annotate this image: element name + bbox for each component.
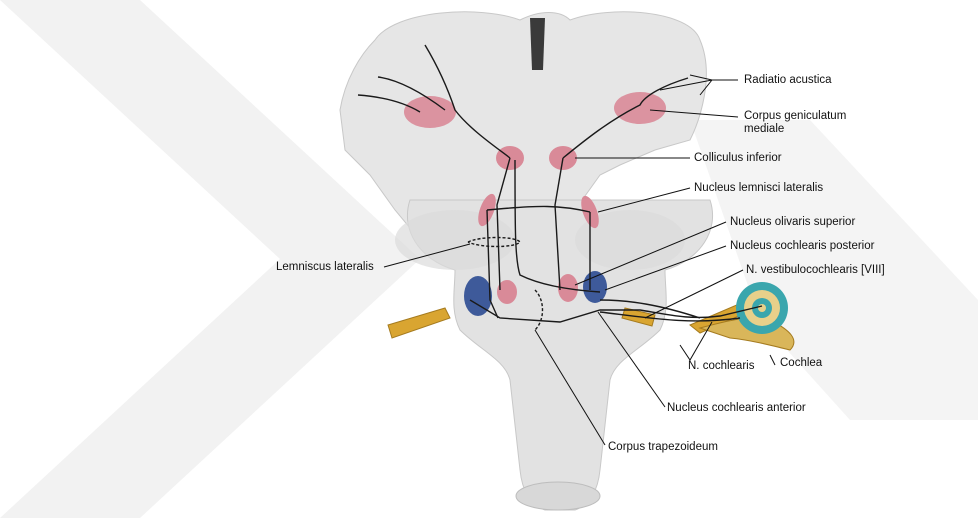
cochlear-nucleus-right — [583, 271, 607, 303]
label-nucleus-olivaris-superior: Nucleus olivaris superior — [730, 216, 855, 229]
label-lemniscus-lateralis: Lemniscus lateralis — [276, 261, 374, 274]
label-corpus-geniculatum: Corpus geniculatum mediale — [744, 110, 846, 136]
label-corpus-trapezoideum: Corpus trapezoideum — [608, 441, 718, 454]
corpus-geniculatum-right — [614, 92, 666, 124]
label-corpus-geniculatum-line2: mediale — [744, 123, 846, 136]
label-nucleus-cochlearis-posterior: Nucleus cochlearis posterior — [730, 240, 874, 253]
label-n-vestibulocochlearis: N. vestibulocochlearis [VIII] — [746, 264, 885, 277]
label-n-cochlearis: N. cochlearis — [688, 360, 754, 373]
label-colliculus-inferior: Colliculus inferior — [694, 152, 782, 165]
label-nucleus-cochlearis-anterior: Nucleus cochlearis anterior — [667, 402, 806, 415]
label-nucleus-lemnisci-lateralis: Nucleus lemnisci lateralis — [694, 182, 823, 195]
corpus-geniculatum-left — [404, 96, 456, 128]
label-corpus-geniculatum-line1: Corpus geniculatum — [744, 110, 846, 123]
label-cochlea: Cochlea — [780, 357, 822, 370]
label-radiatio-acustica: Radiatio acustica — [744, 74, 832, 87]
